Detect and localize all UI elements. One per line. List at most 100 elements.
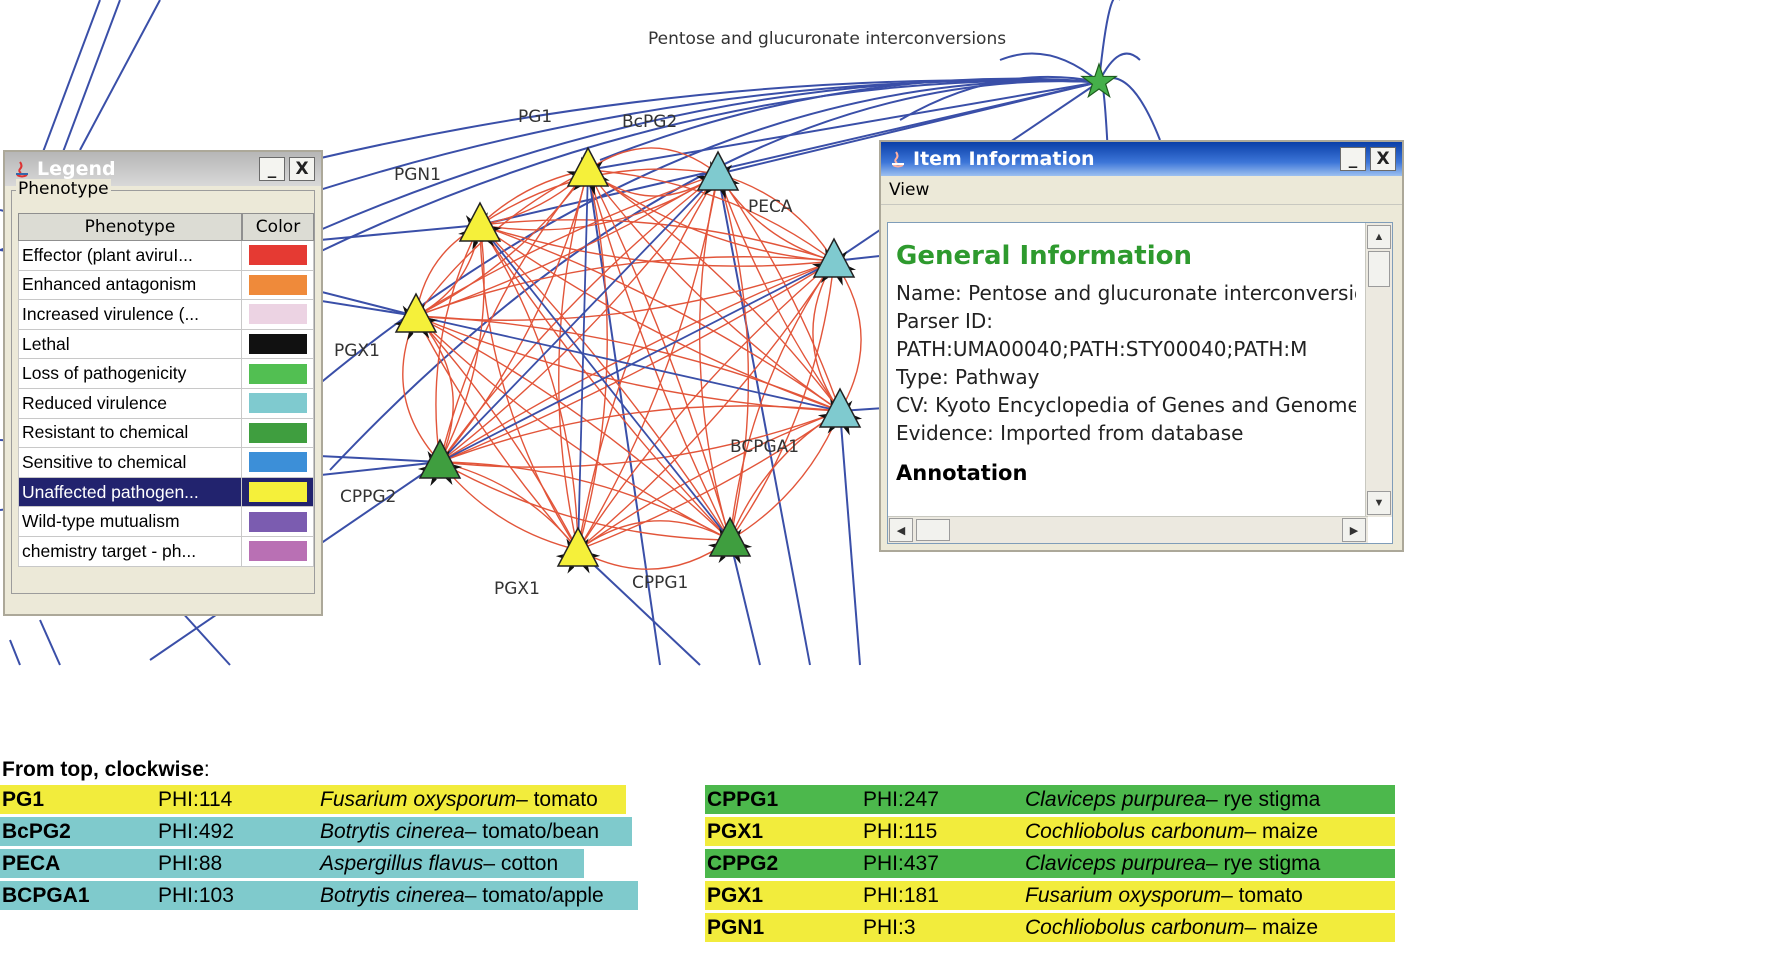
- info-cv-line: CV: Kyoto Encyclopedia of Genes and Geno…: [896, 393, 1356, 417]
- phi-id: PHI:492: [158, 819, 234, 843]
- arrowhead-mark: [407, 325, 414, 341]
- color-swatch: [248, 482, 307, 503]
- phenotype-group-label: Phenotype: [16, 179, 111, 199]
- phenotype-row[interactable]: Reduced virulence: [18, 388, 314, 419]
- interaction-edge: [439, 173, 719, 463]
- interaction-edges: [402, 147, 862, 570]
- gene-node-triangle[interactable]: [418, 438, 462, 479]
- phenotype-group: Phenotype Phenotype Color Effector (plan…: [11, 179, 315, 594]
- phenotype-row[interactable]: Increased virulence (...: [18, 300, 314, 330]
- scroll-left-arrow-icon[interactable]: ◀: [889, 518, 913, 542]
- interaction-edge: [587, 169, 731, 541]
- close-button[interactable]: X: [1370, 147, 1396, 171]
- phenotype-name: Resistant to chemical: [18, 418, 242, 449]
- color-swatch: [248, 393, 307, 414]
- info-evidence-line: Evidence: Imported from database: [896, 421, 1244, 445]
- host-name: – rye stigma: [1205, 787, 1321, 811]
- menu-view[interactable]: View: [889, 180, 930, 200]
- species-name: Aspergillus flavus: [320, 851, 484, 875]
- gene-node-triangle[interactable]: [812, 237, 856, 278]
- interaction-edge: [577, 173, 719, 551]
- scroll-right-arrow-icon[interactable]: ▶: [1342, 518, 1366, 542]
- pathway-edge: [439, 173, 719, 463]
- interaction-edge: [479, 173, 719, 231]
- scroll-down-arrow-icon[interactable]: ▼: [1367, 491, 1391, 515]
- interaction-edge: [479, 224, 841, 412]
- horizontal-scrollbar[interactable]: ◀ ▶: [888, 516, 1368, 543]
- gene-node-label: BcPG2: [622, 112, 677, 132]
- color-swatch: [248, 511, 307, 532]
- phi-id: PHI:247: [863, 787, 939, 811]
- gene-node-triangle[interactable]: [556, 526, 600, 567]
- species-name: Claviceps purpurea: [1025, 787, 1206, 811]
- phenotype-row[interactable]: Wild-type mutualism: [18, 507, 314, 537]
- species-name: Fusarium oxysporum: [320, 787, 517, 811]
- vertical-scrollbar[interactable]: ▲ ▼: [1365, 223, 1392, 517]
- gene-node-triangle[interactable]: [696, 150, 740, 191]
- phenotype-color-cell: [242, 477, 314, 508]
- pathway-edge: [839, 410, 861, 666]
- pathway-edge: [587, 169, 661, 666]
- pathway-star-node[interactable]: [1080, 62, 1118, 99]
- host-name: – maize: [1244, 819, 1318, 843]
- phenotype-color-cell: [242, 536, 314, 567]
- horizontal-scroll-thumb[interactable]: [916, 519, 950, 541]
- pathway-edge: [717, 173, 811, 666]
- interaction-edge: [439, 461, 731, 541]
- species-name: Botrytis cinerea: [320, 819, 465, 843]
- column-header-color[interactable]: Color: [242, 213, 314, 241]
- phenotype-row[interactable]: Loss of pathogenicity: [18, 359, 314, 389]
- caption-heading-punct: :: [203, 758, 210, 781]
- java-icon: [887, 148, 909, 170]
- color-swatch: [248, 541, 307, 562]
- close-button[interactable]: X: [289, 157, 315, 181]
- info-scroll-pane[interactable]: General Information Name: Pentose and gl…: [887, 222, 1393, 544]
- phenotype-row[interactable]: Unaffected pathogen...: [18, 477, 314, 508]
- pathway-edge: [599, 77, 1100, 161]
- interaction-edge: [479, 224, 731, 541]
- phenotype-row[interactable]: Lethal: [18, 329, 314, 360]
- legend-window[interactable]: Legend _ X Phenotype Phenotype Color Eff…: [3, 150, 323, 616]
- interaction-edge: [415, 169, 589, 317]
- gene-node-triangle[interactable]: [708, 516, 752, 557]
- scroll-up-arrow-icon[interactable]: ▲: [1367, 225, 1391, 249]
- interaction-edge: [435, 224, 481, 463]
- phenotype-row[interactable]: chemistry target - ph...: [18, 536, 314, 567]
- host-name: – tomato: [1221, 883, 1303, 907]
- info-titlebar[interactable]: Item Information _ X: [881, 142, 1402, 176]
- legend-titlebar[interactable]: Legend _ X: [5, 152, 321, 186]
- phenotype-row[interactable]: Resistant to chemical: [18, 418, 314, 449]
- minimize-button[interactable]: _: [1340, 147, 1366, 171]
- gene-node-triangle[interactable]: [566, 146, 610, 187]
- phenotype-row[interactable]: Sensitive to chemical: [18, 448, 314, 478]
- pathway-edge: [479, 224, 731, 541]
- gene-node-triangle[interactable]: [818, 387, 862, 428]
- java-icon: [11, 158, 33, 180]
- column-header-phenotype[interactable]: Phenotype: [18, 213, 242, 241]
- interaction-edge: [717, 173, 841, 412]
- gene-node-triangle[interactable]: [394, 292, 438, 333]
- phenotype-row[interactable]: Effector (plant aviruI...: [18, 241, 314, 271]
- species-name: Botrytis cinerea: [320, 883, 465, 907]
- phi-id: PHI:88: [158, 851, 223, 875]
- phenotype-name: Enhanced antagonism: [18, 270, 242, 301]
- host-name: – cotton: [483, 851, 559, 875]
- interaction-edge: [577, 410, 841, 551]
- phi-id: PHI:181: [863, 883, 939, 907]
- phenotype-color-cell: [242, 507, 314, 537]
- host-name: – tomato/apple: [464, 883, 604, 907]
- phenotype-color-cell: [242, 270, 314, 301]
- phenotype-name: chemistry target - ph...: [18, 536, 242, 567]
- vertical-scroll-thumb[interactable]: [1368, 251, 1390, 287]
- phenotype-row[interactable]: Enhanced antagonism: [18, 270, 314, 301]
- interaction-edge: [717, 173, 835, 262]
- gene-node-triangle[interactable]: [458, 201, 502, 242]
- item-information-window[interactable]: Item Information _ X View General Inform…: [879, 140, 1404, 552]
- interaction-edge: [439, 260, 835, 463]
- minimize-button[interactable]: _: [259, 157, 285, 181]
- interaction-edge: [415, 173, 719, 317]
- color-swatch: [248, 422, 307, 443]
- color-swatch: [248, 274, 307, 295]
